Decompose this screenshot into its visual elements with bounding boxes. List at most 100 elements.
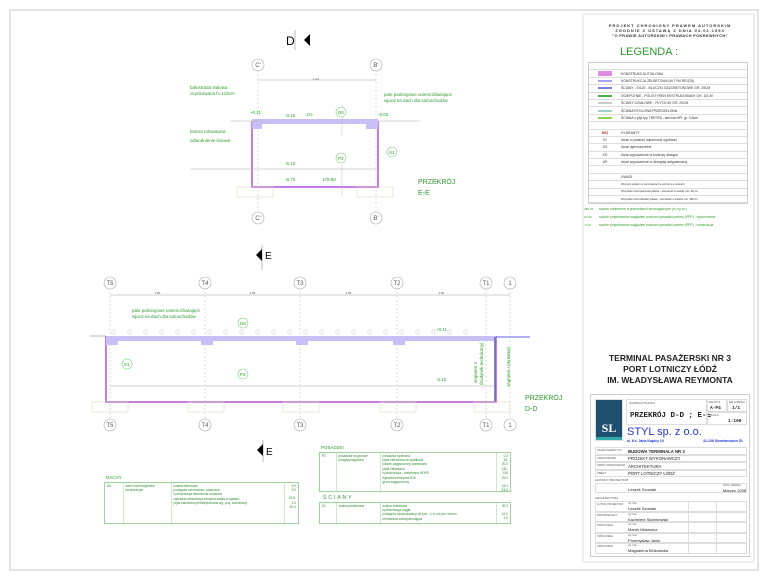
parking-pile <box>447 329 452 335</box>
svg-text:PRZEKRÓJ: PRZEKRÓJ <box>418 177 455 186</box>
beam <box>393 336 405 345</box>
beam <box>106 336 118 345</box>
svg-text:B': B' <box>373 63 378 69</box>
grid-label: T2 <box>393 423 401 429</box>
legend-swatch-icon <box>598 71 612 77</box>
sciany-title: ŚCIANY <box>323 495 354 501</box>
svg-text:+0.11: +0.11 <box>436 327 448 332</box>
tag-label: S1 <box>124 362 130 367</box>
grid-bubble <box>198 418 212 432</box>
grid-label: 1 <box>508 281 512 287</box>
level-legend-item: -0.10 rzędne projektowane względem pozio… <box>584 223 714 227</box>
grid-bubble <box>251 58 265 72</box>
sheet-frame <box>9 9 759 571</box>
dimension-label: 1.80 <box>155 291 161 295</box>
section-marker-arrow <box>304 34 310 46</box>
dimension-label: 1.80 <box>250 291 256 295</box>
svg-text:E-E: E-E <box>418 190 430 197</box>
svg-text:pale parkingowe uniemożliwiaj: pale parkingowe uniemożliwiające <box>384 92 453 97</box>
svg-text:wjazd na dach dla samochodów: wjazd na dach dla samochodów <box>384 98 449 103</box>
drawing-name: PRZEKRÓJ D-D ; E-E <box>630 412 712 420</box>
parking-pile <box>111 329 116 335</box>
parking-pile <box>127 329 132 335</box>
parking-pile <box>463 329 468 335</box>
legend-item: OCIEPLENIE - POLISTYREN EKSTRUDOWANY GR.… <box>589 93 747 100</box>
level-legend-item: 288.33 rzędne odniesione w jednostkach b… <box>584 207 688 211</box>
parking-pile <box>415 329 420 335</box>
svg-text:brama rolowawna: brama rolowawna <box>190 129 226 134</box>
title-block: SL NAZWA RYSUNKU PRZEKRÓJ D-D ; E-E NR R… <box>590 394 750 557</box>
svg-text:D-D: D-D <box>525 406 537 413</box>
section-ee: C'B' C'B' 1.24 D D6 S1 P3 +0.11 -0.15 1%… <box>190 30 455 225</box>
legend-title: LEGENDA : <box>620 46 679 58</box>
svg-text:balustrada stalowa: balustrada stalowa <box>190 85 228 90</box>
grid-bubble <box>390 276 404 290</box>
tag-bubble <box>237 368 249 380</box>
footing <box>91 401 129 413</box>
svg-text:segment X: segment X <box>473 361 478 383</box>
svg-text:odwodnienie liniowe: odwodnienie liniowe <box>190 138 231 143</box>
parking-pile <box>303 329 308 335</box>
svg-text:1.24: 1.24 <box>313 77 319 81</box>
grid-bubble <box>503 276 517 290</box>
svg-text:segment I (terminal): segment I (terminal) <box>506 346 511 387</box>
grid-bubble <box>251 211 265 225</box>
legend-item: ŚCIANY - EI120 - BLOCZKI GAZOBETONOWE GR… <box>589 85 747 93</box>
grid-label: T4 <box>201 423 209 429</box>
footing <box>473 401 511 413</box>
legend-item: ŚCIANY DZIAŁOWE - PŁYTA GK GR. 20CM <box>589 100 747 108</box>
grid-label: T3 <box>296 281 304 287</box>
svg-text:-0.02: -0.02 <box>378 112 389 117</box>
company-name: STYL sp. z o.o. <box>627 426 702 438</box>
legend-swatch-icon <box>598 94 612 97</box>
parking-pile <box>255 329 260 335</box>
dachy-title: DACHY <box>106 475 122 480</box>
grid-label: T2 <box>393 281 401 287</box>
legend-swatch-icon <box>598 116 612 119</box>
grid-bubble <box>503 418 517 432</box>
grid-bubble <box>390 418 404 432</box>
svg-text:-5.10: -5.10 <box>285 161 296 166</box>
parking-pile <box>159 329 164 335</box>
date: Marzec 2008 <box>723 487 747 493</box>
grid-bubble <box>198 276 212 290</box>
svg-text:PRZEKRÓJ: PRZEKRÓJ <box>525 393 562 402</box>
svg-text:C': C' <box>255 216 260 222</box>
grid-label: T3 <box>296 423 304 429</box>
grid-label: T1 <box>482 423 490 429</box>
footing <box>187 401 225 413</box>
legend-item: ŚCIANA z płyt typ TRESPA - laminat HPL g… <box>589 115 747 123</box>
beam <box>296 336 308 345</box>
svg-text:-0.15: -0.15 <box>285 113 296 118</box>
grid-label: T4 <box>201 281 209 287</box>
svg-text:D: D <box>286 34 295 48</box>
grid-label: T1 <box>482 281 490 287</box>
legend-swatch-icon <box>598 109 612 112</box>
svg-text:178.80: 178.80 <box>322 177 336 182</box>
grid-bubble <box>479 276 493 290</box>
tag-label: P3 <box>240 372 246 377</box>
parking-pile <box>191 329 196 335</box>
grid-bubble <box>103 276 117 290</box>
parking-pile <box>287 329 292 335</box>
svg-text:+0.11: +0.11 <box>250 110 262 115</box>
parking-pile <box>367 329 372 335</box>
dimension-label: 1.80 <box>439 291 445 295</box>
